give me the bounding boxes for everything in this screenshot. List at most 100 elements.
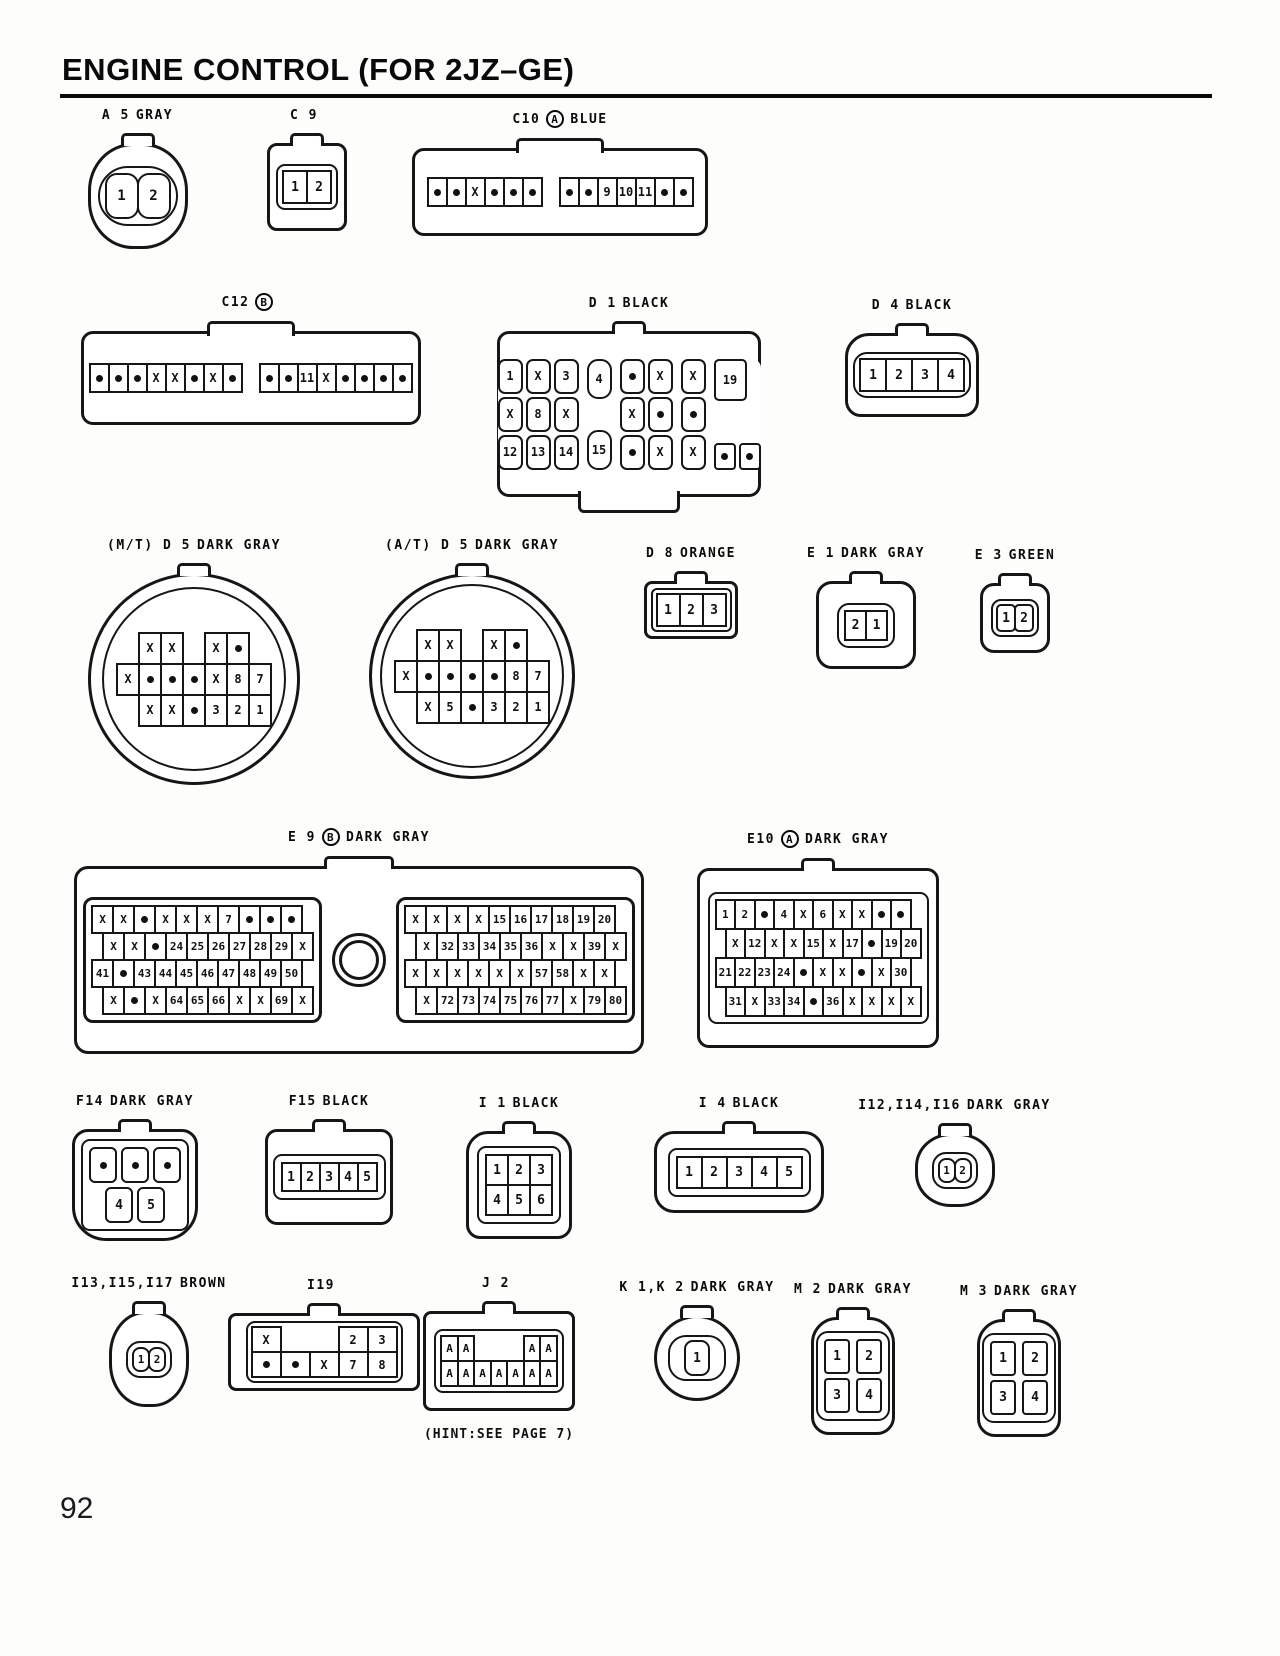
connector-color: BLACK <box>622 296 670 311</box>
connector-color: DARK GRAY <box>966 1098 1051 1113</box>
connector-label: I19 <box>307 1278 341 1293</box>
pin-cell: X <box>482 628 506 662</box>
latch-tab <box>801 858 835 871</box>
pin-cell: 57 <box>530 959 553 988</box>
latch-tab <box>836 1307 870 1320</box>
pin-cell: 33 <box>763 986 785 1017</box>
pin-cell: 4 <box>856 1378 882 1413</box>
pin-dot <box>226 631 250 665</box>
pin-cell: X <box>160 693 184 727</box>
pin-cell: 12 <box>744 928 766 959</box>
pin-row: X <box>619 434 673 470</box>
pin-cell: X <box>102 986 125 1015</box>
pin-cell: X <box>467 959 490 988</box>
pin-cell: X <box>467 905 490 934</box>
pin-cell: 2 <box>299 1162 321 1192</box>
pin-cell: 72 <box>436 986 459 1015</box>
pin-cell: X <box>404 905 427 934</box>
pin-dot <box>438 659 462 693</box>
latch-tab <box>324 856 394 869</box>
pin-cell: 16 <box>509 905 532 934</box>
connector-code: I 1 <box>478 1096 507 1111</box>
connector-color: BLACK <box>905 298 953 313</box>
pin-dot <box>182 662 206 696</box>
pin-dot <box>372 363 394 393</box>
pin-row: X <box>680 358 706 394</box>
connector-code: E10 <box>747 831 776 847</box>
latch-tab <box>482 1301 516 1314</box>
pin-cell: 1 <box>990 1341 1016 1376</box>
connector-color: DARK GRAY <box>197 538 281 553</box>
pin-cell: 44 <box>154 959 177 988</box>
pin-dot <box>890 899 912 930</box>
pin-row <box>713 442 761 470</box>
pin-row: 19 <box>713 358 747 401</box>
pin-cell: 34 <box>783 986 805 1017</box>
pin-cell: 1 <box>996 604 1016 632</box>
pin-cell: X <box>228 986 251 1015</box>
pin-cell: 5 <box>137 1187 165 1223</box>
connector-code: F15 <box>288 1094 317 1109</box>
pin-dot <box>870 899 892 930</box>
pin-cell: 2 <box>885 358 913 392</box>
pin-dot <box>126 363 148 393</box>
pin-cell: X <box>145 363 167 393</box>
pin-cell: 13 <box>525 434 551 470</box>
pin-dot <box>738 442 761 470</box>
pin-cell: 7 <box>526 659 550 693</box>
pin-cell: X <box>831 899 853 930</box>
latch-tab <box>502 1121 536 1134</box>
pin-cell: 3 <box>366 1326 398 1353</box>
latch-tab <box>132 1301 166 1314</box>
pin-dot <box>753 899 775 930</box>
pin-cell: X <box>851 899 873 930</box>
pin-cell: 7 <box>217 905 240 934</box>
pin-row: 4 <box>586 358 612 399</box>
pin-cell: X <box>291 986 314 1015</box>
pin-cell: X <box>488 959 511 988</box>
pin-cell: 74 <box>478 986 501 1015</box>
latch-tab <box>1002 1309 1036 1322</box>
pin-dot <box>482 659 506 693</box>
pin-dot <box>153 1147 181 1183</box>
pin-cell: 5 <box>507 1184 531 1216</box>
